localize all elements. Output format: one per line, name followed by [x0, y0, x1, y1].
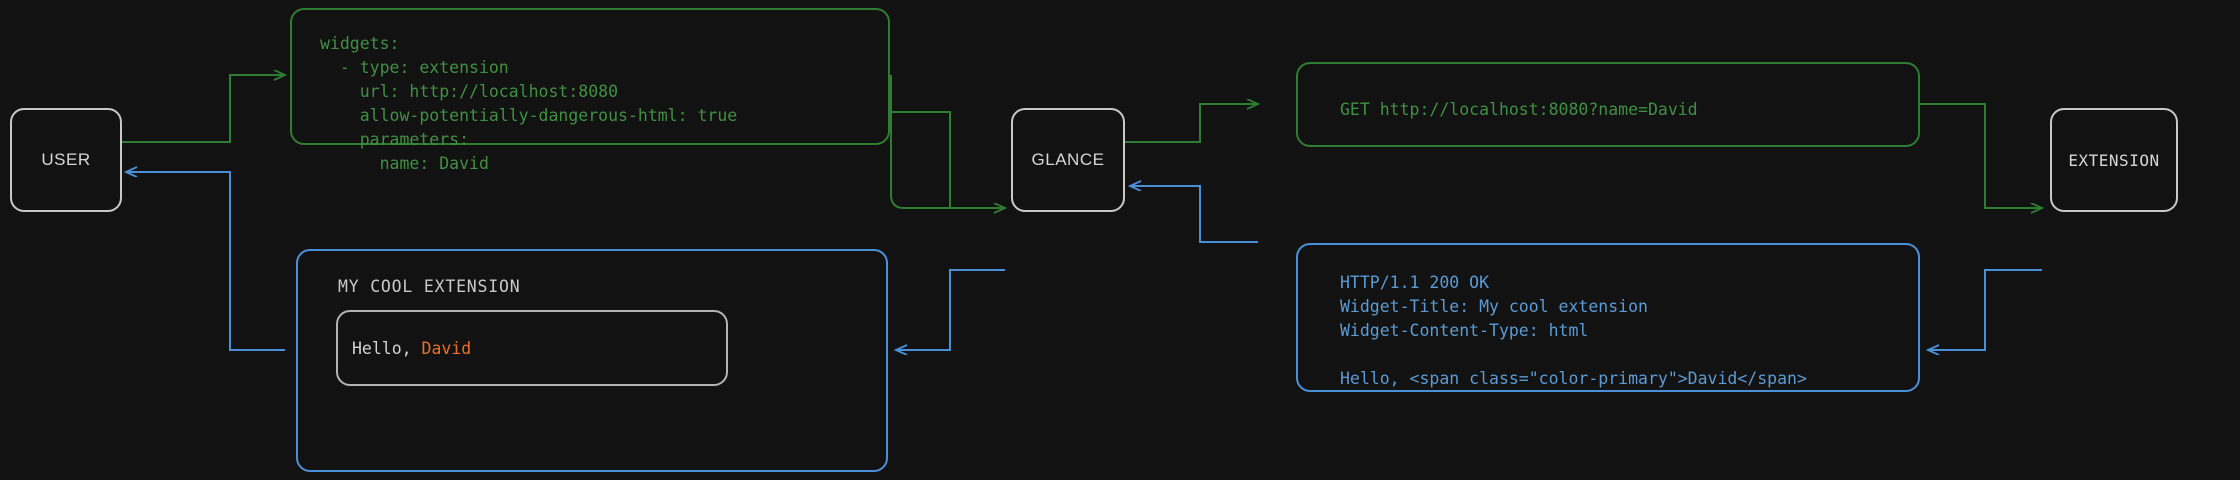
message-box-http-request[interactable]: GET http://localhost:8080?name=David	[1296, 62, 1920, 147]
edge-extension-to-response	[1928, 269, 2042, 350]
edge-config-to-glance	[890, 75, 950, 209]
http-response-code: HTTP/1.1 200 OK Widget-Title: My cool ex…	[1340, 273, 1807, 388]
message-box-rendered-widget[interactable]: MY COOL EXTENSION Hello, David	[296, 249, 888, 472]
rendered-widget-body-prefix: Hello,	[352, 338, 422, 358]
node-extension-label: EXTENSION	[2068, 150, 2160, 170]
message-box-http-response[interactable]: HTTP/1.1 200 OK Widget-Title: My cool ex…	[1296, 243, 1920, 392]
edge-widget-to-user	[126, 172, 285, 351]
config-yaml-code: widgets: - type: extension url: http://l…	[320, 34, 738, 173]
rendered-widget-card: Hello, David	[336, 310, 728, 386]
http-request-code: GET http://localhost:8080?name=David	[1340, 100, 1698, 119]
edge-response-to-glance	[1130, 186, 1258, 243]
edge-request-to-extension	[1920, 103, 2042, 208]
rendered-widget-title: MY COOL EXTENSION	[338, 277, 521, 296]
rendered-widget-body: Hello, David	[352, 339, 471, 358]
node-user-label: USER	[41, 150, 91, 169]
edge-glance-to-widget	[896, 269, 1005, 350]
node-extension[interactable]: EXTENSION	[2050, 108, 2178, 212]
node-glance[interactable]: GLANCE	[1011, 108, 1125, 212]
edge-glance-to-request	[1125, 104, 1258, 143]
node-glance-label: GLANCE	[1031, 150, 1105, 169]
node-user[interactable]: USER	[10, 108, 122, 212]
edge-config-to-glance-2	[891, 111, 1005, 208]
message-box-config[interactable]: widgets: - type: extension url: http://l…	[290, 8, 890, 173]
edge-user-to-config	[122, 75, 285, 143]
rendered-widget-body-accent: David	[421, 338, 472, 358]
